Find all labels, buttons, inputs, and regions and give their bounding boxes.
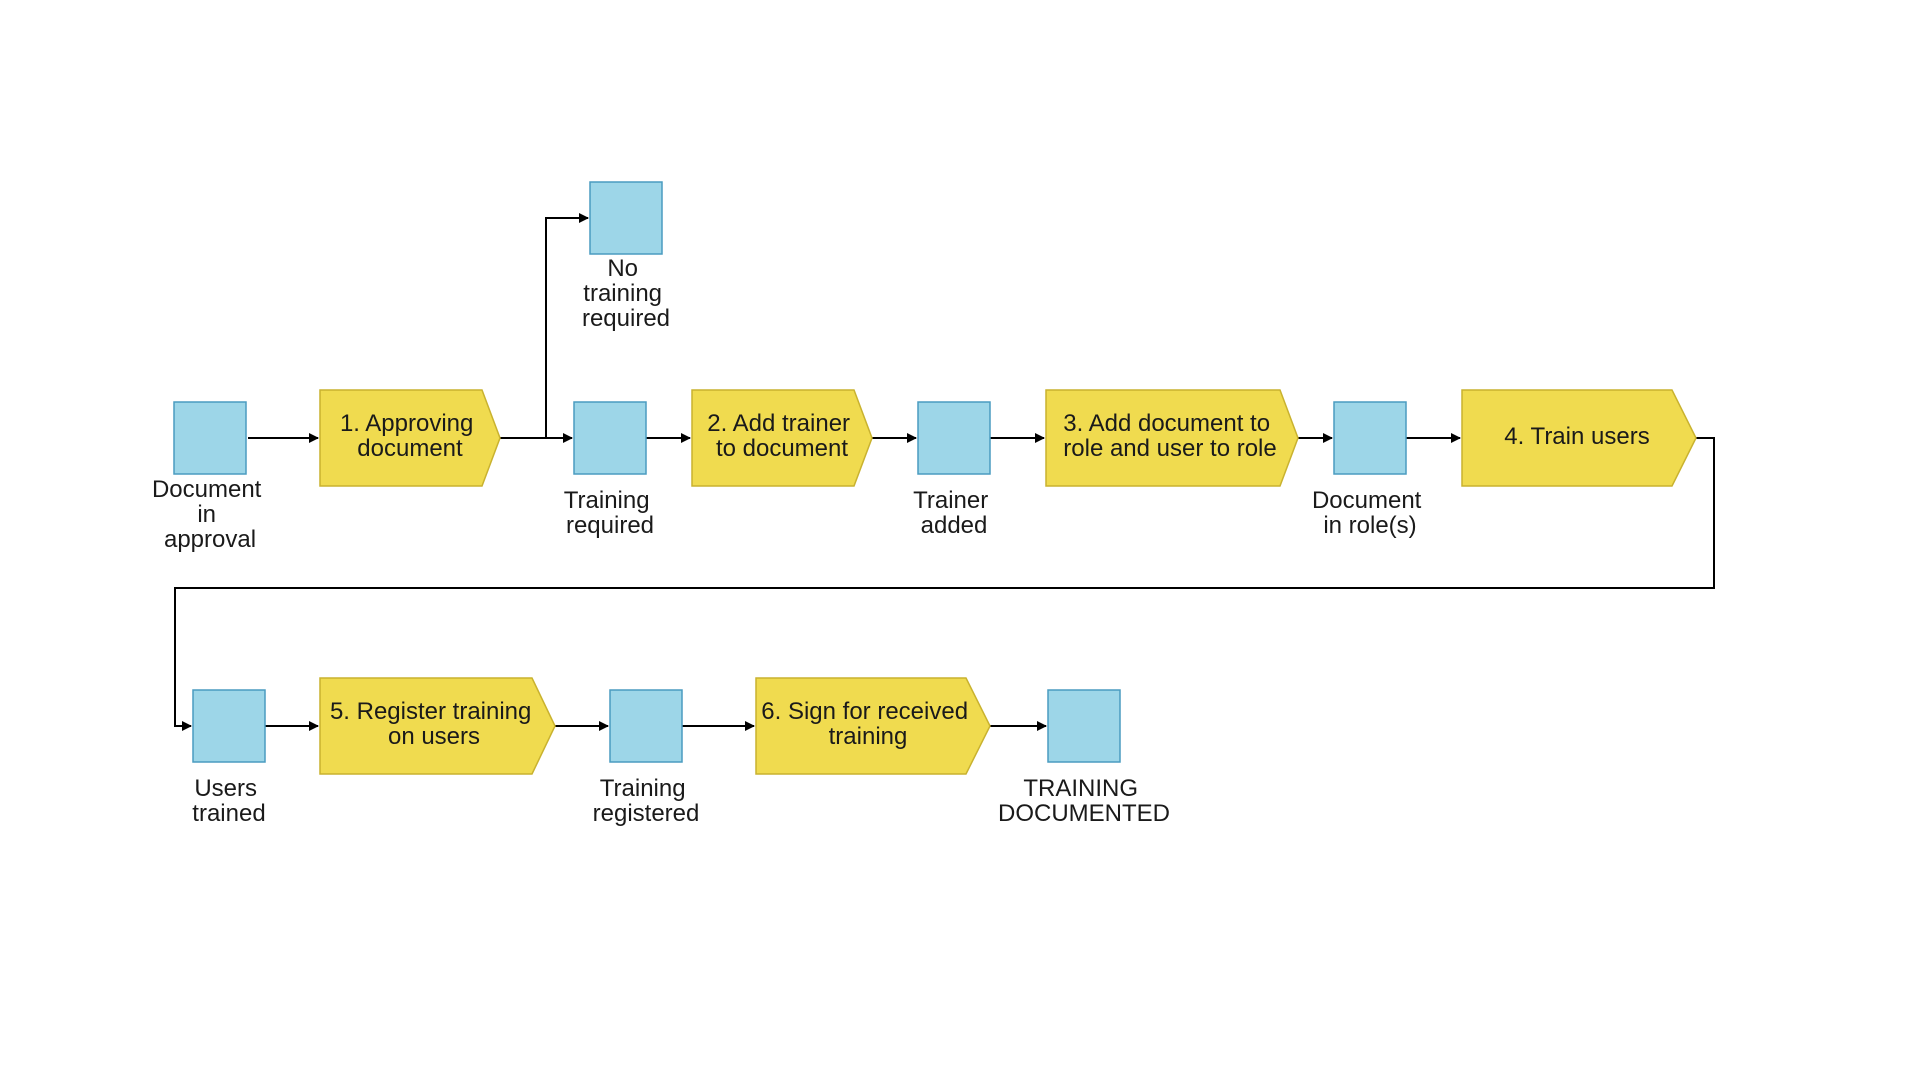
event-document-in-roles: Document in role(s) <box>1312 401 1428 539</box>
event-training-documented: TRAINING DOCUMENTED <box>998 689 1170 827</box>
event-label-line: Training <box>564 487 650 514</box>
function-sign-for-training: 6. Sign for received training <box>755 677 991 775</box>
function-label: 2. Add trainer to document <box>707 410 856 462</box>
function-label-line: 4. Train users <box>1504 423 1649 450</box>
event-label-line: No <box>607 255 638 282</box>
function-label-line: training <box>829 723 908 750</box>
function-approving-document: 1. Approving document <box>319 389 501 487</box>
event-label: Document in approval <box>152 476 268 553</box>
event-label-line: trained <box>192 800 265 827</box>
function-label: 3. Add document to role and user to role <box>1063 410 1276 462</box>
function-label: 6. Sign for received training <box>761 698 974 750</box>
event-label-line: required <box>566 512 654 539</box>
event-label-line: Document <box>1312 487 1422 514</box>
event-box <box>192 689 266 763</box>
function-label: 1. Approving document <box>340 410 480 462</box>
function-shape <box>319 677 556 775</box>
function-label: 5. Register training on users <box>330 698 538 750</box>
event-label-line: Trainer <box>913 487 988 514</box>
function-shape <box>755 677 991 775</box>
event-label-line: registered <box>593 800 700 827</box>
event-label: Training registered <box>593 775 700 827</box>
function-label-line: 5. Register training <box>330 698 531 725</box>
event-label-line: in role(s) <box>1323 512 1416 539</box>
event-label-line: DOCUMENTED <box>998 800 1170 827</box>
function-label-line: 1. Approving <box>340 410 473 437</box>
event-label-line: required <box>582 305 670 332</box>
event-label: Document in role(s) <box>1312 487 1428 539</box>
event-box <box>917 401 991 475</box>
function-label-line: document <box>357 435 463 462</box>
event-label-line: added <box>921 512 988 539</box>
function-add-document-to-role: 3. Add document to role and user to role <box>1045 389 1299 487</box>
function-label-line: 2. Add trainer <box>707 410 850 437</box>
event-box <box>1333 401 1407 475</box>
event-label-line: Document <box>152 476 262 503</box>
function-label-line: to document <box>716 435 848 462</box>
function-label-line: 6. Sign for received <box>761 698 968 725</box>
event-label-line: TRAINING <box>1023 775 1138 802</box>
event-label-line: training <box>583 280 662 307</box>
connector-approving-to-no-training <box>545 213 589 438</box>
event-label: TRAINING DOCUMENTED <box>998 775 1170 827</box>
event-no-training-required: No training required <box>582 181 670 332</box>
function-train-users: 4. Train users <box>1461 389 1697 487</box>
function-label-line: role and user to role <box>1063 435 1276 462</box>
event-label: No training required <box>582 255 670 332</box>
event-label-line: in <box>197 501 216 528</box>
event-box <box>1047 689 1121 763</box>
event-trainer-added: Trainer added <box>913 401 995 539</box>
function-label-line: on users <box>388 723 480 750</box>
event-label-line: Training <box>600 775 686 802</box>
function-label-line: 3. Add document to <box>1063 410 1270 437</box>
event-training-registered: Training registered <box>593 689 700 827</box>
event-users-trained: Users trained <box>192 689 266 827</box>
event-label: Users trained <box>192 775 265 827</box>
event-box <box>589 181 663 255</box>
function-register-training: 5. Register training on users <box>319 677 556 775</box>
connector-train-users-to-users-trained <box>174 437 1715 731</box>
event-label: Training required <box>564 487 657 539</box>
event-label-line: Users <box>194 775 257 802</box>
event-document-in-approval: Document in approval <box>152 401 268 553</box>
event-box <box>609 689 683 763</box>
function-shape <box>319 389 501 487</box>
connectors <box>174 213 1715 731</box>
function-add-trainer: 2. Add trainer to document <box>691 389 873 487</box>
event-box <box>173 401 247 475</box>
function-shape <box>1461 389 1697 487</box>
function-label: 4. Train users <box>1504 423 1649 450</box>
function-shape <box>1045 389 1299 487</box>
function-shape <box>691 389 873 487</box>
event-training-required: Training required <box>564 401 657 539</box>
event-label: Trainer added <box>913 487 995 539</box>
event-box <box>573 401 647 475</box>
event-label-line: approval <box>164 526 256 553</box>
